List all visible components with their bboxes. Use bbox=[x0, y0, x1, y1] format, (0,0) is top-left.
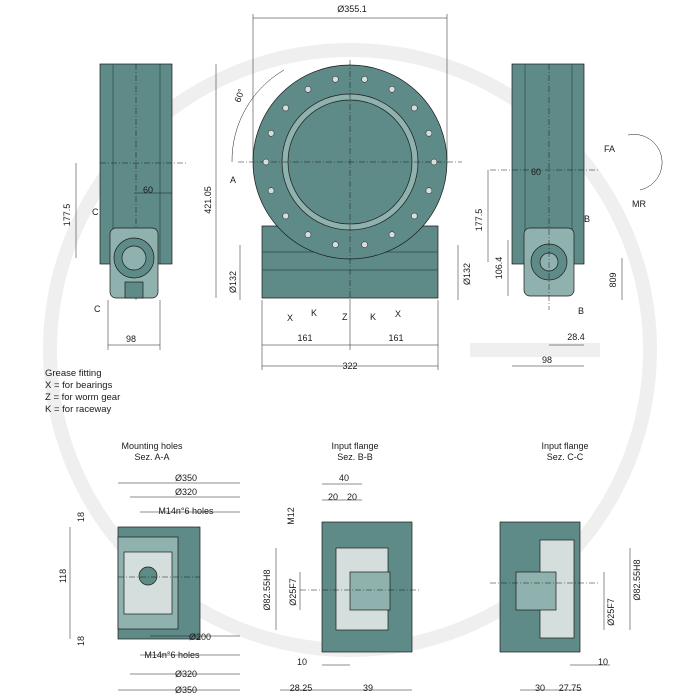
sec-a-dia-350-bottom: Ø350 bbox=[175, 685, 197, 695]
bolt-hole bbox=[267, 130, 275, 137]
sec-c-dia-8255: Ø82.55H8 bbox=[632, 559, 642, 600]
legend-k: K = for raceway bbox=[45, 404, 112, 415]
bolt-hole bbox=[411, 104, 418, 112]
legend-z: Z = for worm gear bbox=[45, 392, 121, 403]
sec-a-dia-350-top: Ø350 bbox=[175, 473, 197, 483]
front-section-a: A bbox=[230, 175, 236, 185]
right-height-809: 809 bbox=[608, 272, 618, 287]
sec-c-title: Input flange bbox=[541, 441, 588, 451]
sec-b-width-2825: 28.25 bbox=[290, 683, 313, 693]
sec-b-subtitle: Sez. B-B bbox=[337, 452, 373, 462]
sec-c-width-2775: 27.75 bbox=[559, 683, 582, 693]
front-view bbox=[238, 60, 462, 300]
bolt-hole bbox=[267, 187, 275, 194]
front-view-dimensions bbox=[231, 14, 459, 370]
sec-c-subtitle: Sez. C-C bbox=[547, 452, 584, 462]
grease-x-right: X bbox=[395, 309, 401, 319]
right-section-b-top: B bbox=[584, 214, 590, 224]
left-height-421: 421.05 bbox=[203, 186, 213, 214]
sec-b-width-20-a: 20 bbox=[328, 492, 338, 502]
right-view-dimensions bbox=[487, 134, 663, 367]
sec-b-m12: M12 bbox=[286, 507, 296, 525]
bolt-hole bbox=[262, 158, 270, 166]
right-width-60: 60 bbox=[531, 167, 541, 177]
sec-a-m14-bottom: M14n°6 holes bbox=[144, 650, 200, 660]
left-width-98: 98 bbox=[126, 334, 136, 344]
right-width-28: 28.4 bbox=[567, 332, 585, 342]
front-width-322: 322 bbox=[342, 361, 357, 371]
sec-c-width-30: 30 bbox=[535, 683, 545, 693]
bolt-hole bbox=[425, 130, 433, 137]
grease-k-left: K bbox=[311, 308, 317, 318]
right-height-106: 106.4 bbox=[494, 257, 504, 280]
sec-a-dia-320-top: Ø320 bbox=[175, 487, 197, 497]
right-fa: FA bbox=[604, 144, 615, 154]
sec-a-h18-bottom: 18 bbox=[76, 636, 86, 646]
sec-a-h118: 118 bbox=[58, 569, 68, 583]
sec-b-width-40: 40 bbox=[339, 473, 349, 483]
bolt-hole bbox=[361, 241, 368, 248]
bolt-hole bbox=[332, 241, 339, 248]
bolt-hole bbox=[304, 86, 312, 93]
section-c-dimensions bbox=[520, 548, 631, 691]
sec-a-h18-top: 18 bbox=[76, 512, 86, 522]
left-section-c-top: C bbox=[92, 207, 99, 217]
left-section-c-bottom: C bbox=[94, 304, 101, 314]
section-b-dimensions bbox=[275, 483, 412, 691]
grease-x-left: X bbox=[287, 313, 293, 323]
sec-c-dia-25: Ø25F7 bbox=[606, 598, 616, 626]
grease-k-right: K bbox=[370, 312, 376, 322]
left-view-dimensions bbox=[75, 64, 217, 350]
front-angle-60: 60° bbox=[232, 87, 246, 104]
legend-title: Grease fitting bbox=[45, 368, 102, 379]
left-height-177: 177.5 bbox=[62, 204, 72, 227]
grease-fitting-legend: Grease fitting X = for bearings Z = for … bbox=[45, 368, 120, 416]
section-a-dimensions bbox=[69, 482, 240, 691]
left-side-view bbox=[99, 63, 186, 300]
sec-c-width-10: 10 bbox=[598, 657, 608, 667]
bolt-hole bbox=[282, 212, 289, 220]
sec-b-dia-25: Ø25F7 bbox=[288, 578, 298, 606]
sec-a-dia-320-bottom: Ø320 bbox=[175, 669, 197, 679]
section-b-drawing bbox=[300, 521, 420, 653]
legend-x: X = for bearings bbox=[45, 380, 113, 391]
sec-b-width-20-b: 20 bbox=[347, 492, 357, 502]
bolt-hole bbox=[304, 231, 312, 238]
bolt-hole bbox=[332, 76, 339, 83]
sec-b-title: Input flange bbox=[331, 441, 378, 451]
left-width-60: 60 bbox=[143, 185, 153, 195]
sec-b-dia-8255: Ø82.55H8 bbox=[262, 569, 272, 610]
sec-a-m14-top: M14n°6 holes bbox=[158, 506, 214, 516]
front-dia-132-right: Ø132 bbox=[462, 263, 472, 285]
right-side-view bbox=[490, 63, 600, 310]
bolt-hole bbox=[361, 76, 368, 83]
sec-b-width-10: 10 bbox=[297, 657, 307, 667]
front-width-161-left: 161 bbox=[297, 333, 312, 343]
right-height-177: 177.5 bbox=[474, 209, 484, 232]
front-bolt-holes bbox=[262, 76, 438, 248]
front-dia-132-left: Ø132 bbox=[228, 271, 238, 293]
bolt-hole bbox=[388, 86, 396, 93]
sec-b-width-39: 39 bbox=[363, 683, 373, 693]
bolt-hole bbox=[282, 104, 289, 112]
right-mr: MR bbox=[632, 199, 646, 209]
bolt-hole bbox=[425, 187, 433, 194]
sec-a-title: Mounting holes bbox=[121, 441, 183, 451]
front-width-161-right: 161 bbox=[388, 333, 403, 343]
bolt-hole bbox=[430, 158, 438, 166]
grease-z: Z bbox=[342, 312, 348, 322]
front-diameter-355: Ø355.1 bbox=[337, 4, 367, 14]
bolt-hole bbox=[411, 212, 418, 220]
bolt-hole bbox=[388, 231, 396, 238]
sec-a-subtitle: Sez. A-A bbox=[134, 452, 169, 462]
right-width-98: 98 bbox=[542, 355, 552, 365]
right-section-b-bottom: B bbox=[578, 306, 584, 316]
section-c-drawing bbox=[490, 521, 600, 653]
sec-a-dia-200: Ø200 bbox=[189, 632, 211, 642]
section-a-drawing bbox=[117, 526, 201, 640]
